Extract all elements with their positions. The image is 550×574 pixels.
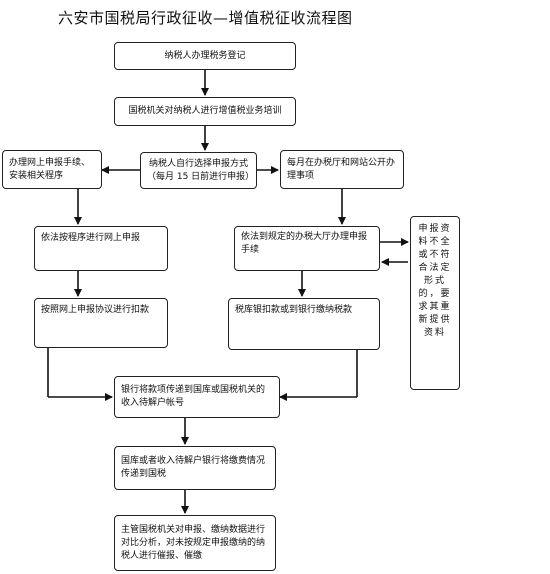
step-register: 纳税人办理税务登记 xyxy=(114,42,296,70)
step-choose-method: 纳税人自行选择申报方式 （每月 15 日前进行申报） xyxy=(140,152,257,189)
step-online-declare: 依法按程序进行网上申报 xyxy=(34,226,168,271)
step-training: 国税机关对纳税人进行增值税业务培训 xyxy=(114,97,296,126)
step-bank-transfer: 银行将款项传递到国库或国税机关的收入待解户帐号 xyxy=(114,376,280,418)
step-online-deduct-label: 按照网上申报协议进行扣款 xyxy=(41,305,150,315)
step-hall-monthly-label: 每月在办税厅和网站公开办理事项 xyxy=(287,157,396,181)
step-bank-transfer-label: 银行将款项传递到国库或国税机关的收入待解户帐号 xyxy=(121,385,266,408)
step-treasury-label: 国库或者收入待解户银行将缴费情况传递到国税 xyxy=(121,456,266,479)
step-register-label: 纳税人办理税务登记 xyxy=(164,50,246,61)
step-hall-declare-label: 依法到规定的办税大厅办理申报手续 xyxy=(241,232,368,255)
step-treasury: 国库或者收入待解户银行将缴费情况传递到国税 xyxy=(114,446,276,490)
step-choose-line1: 纳税人自行选择申报方式 xyxy=(148,158,248,169)
page-title: 六安市国税局行政征收—增值税征收流程图 xyxy=(58,9,353,27)
step-compare: 主管国税机关对申报、缴纳数据进行对比分析，对未按规定申报缴纳的纳税人进行催报、催… xyxy=(114,515,276,571)
step-bank-pay-label: 税库银扣款或到银行缴纳税款 xyxy=(235,305,353,315)
step-online-setup-label: 办理网上申报手续、安装相关程序 xyxy=(9,157,91,181)
step-online-declare-label: 依法按程序进行网上申报 xyxy=(41,233,141,243)
step-choose-line2: （每月 15 日前进行申报） xyxy=(147,171,255,182)
step-reject-note: 申报资料不全或不符合法定形式的，要求其重新提供资料 xyxy=(410,216,460,390)
step-training-label: 国税机关对纳税人进行增值税业务培训 xyxy=(128,106,282,116)
step-reject-note-label: 申报资料不全或不符合法定形式的，要求其重新提供资料 xyxy=(418,224,452,338)
step-hall-declare: 依法到规定的办税大厅办理申报手续 xyxy=(234,226,380,271)
step-compare-label: 主管国税机关对申报、缴纳数据进行对比分析，对未按规定申报缴纳的纳税人进行催报、催… xyxy=(121,524,266,561)
step-online-deduct: 按照网上申报协议进行扣款 xyxy=(34,298,168,348)
step-hall-monthly: 每月在办税厅和网站公开办理事项 xyxy=(280,150,404,189)
step-online-setup: 办理网上申报手续、安装相关程序 xyxy=(2,150,102,189)
step-bank-pay: 税库银扣款或到银行缴纳税款 xyxy=(228,298,380,350)
